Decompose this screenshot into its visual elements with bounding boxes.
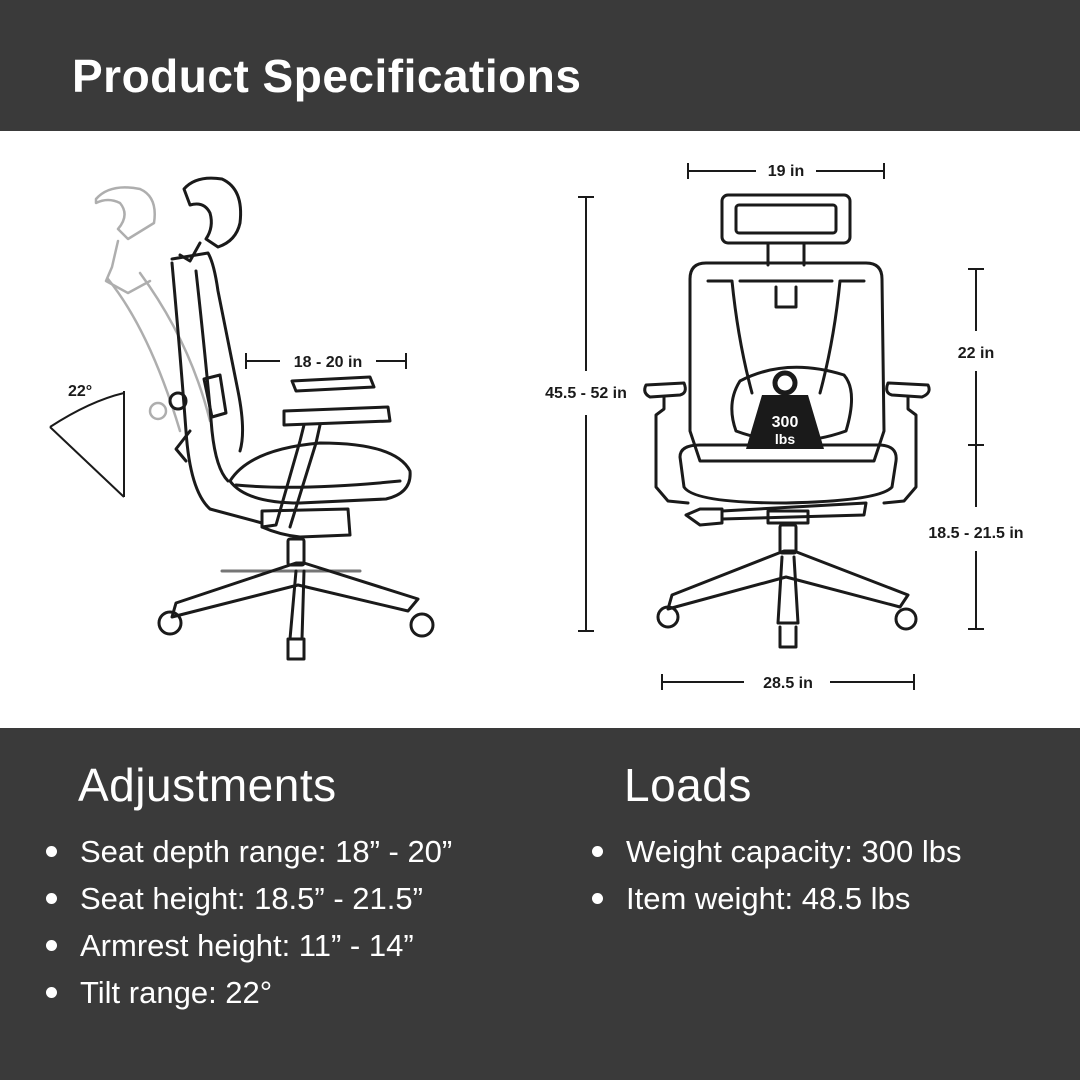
top-width-label: 19 in xyxy=(768,163,804,180)
chair-diagram: 22° 18 - 20 in xyxy=(0,131,1080,728)
list-item: Item weight: 48.5 lbs xyxy=(592,875,961,922)
tilt-angle-mark xyxy=(49,391,125,498)
seat-depth-label: 18 - 20 in xyxy=(294,354,362,371)
weight-badge-value: 300 xyxy=(772,414,799,431)
back-height-dimension xyxy=(968,268,984,507)
list-item: Armrest height: 11” - 14” xyxy=(46,922,452,969)
total-height-dimension xyxy=(578,196,594,632)
specs-footer: Adjustments Seat depth range: 18” - 20” … xyxy=(0,728,1080,1080)
list-item: Weight capacity: 300 lbs xyxy=(592,828,961,875)
total-height-label: 45.5 - 52 in xyxy=(545,385,627,402)
top-width-dimension xyxy=(687,163,885,179)
base-width-label: 28.5 in xyxy=(763,675,813,692)
side-view-chair xyxy=(94,176,435,661)
adjustments-list: Seat depth range: 18” - 20” Seat height:… xyxy=(46,828,452,1016)
header-band: Product Specifications xyxy=(0,0,1080,131)
adjustments-title: Adjustments xyxy=(78,759,337,811)
list-item: Tilt range: 22° xyxy=(46,969,452,1016)
loads-list: Weight capacity: 300 lbs Item weight: 48… xyxy=(592,828,961,922)
tilted-backrest-ghost xyxy=(94,186,212,433)
list-item: Seat depth range: 18” - 20” xyxy=(46,828,452,875)
tilt-angle-label: 22° xyxy=(68,383,92,400)
weight-badge-unit: lbs xyxy=(775,431,795,447)
loads-section: Loads Weight capacity: 300 lbs Item weig… xyxy=(592,756,961,922)
seat-height-dimension xyxy=(968,551,984,630)
page-title: Product Specifications xyxy=(72,50,582,102)
seat-depth-dimension xyxy=(245,353,407,369)
chair-drawings: 22° 18 - 20 in xyxy=(49,163,1024,692)
weight-capacity-badge xyxy=(746,370,824,449)
base-width-dimension xyxy=(661,674,915,690)
list-item: Seat height: 18.5” - 21.5” xyxy=(46,875,452,922)
back-height-label: 22 in xyxy=(958,345,994,362)
adjustments-section: Adjustments Seat depth range: 18” - 20” … xyxy=(46,756,452,1016)
seat-height-label: 18.5 - 21.5 in xyxy=(928,525,1023,542)
front-view-chair xyxy=(643,193,931,649)
loads-title: Loads xyxy=(624,759,752,811)
